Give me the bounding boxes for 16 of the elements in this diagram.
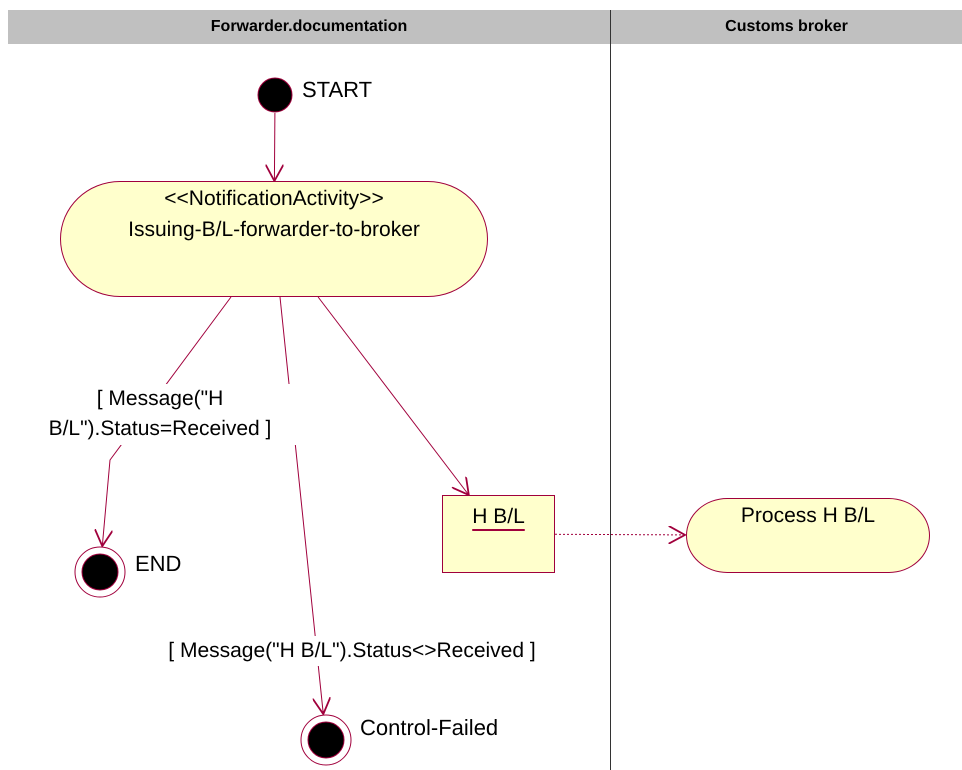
transition-arrow <box>318 296 470 496</box>
lane-header: Forwarder.documentation <box>8 10 610 44</box>
state-label: END <box>135 550 182 578</box>
final-state <box>74 546 126 598</box>
lane-header: Customs broker <box>611 10 962 44</box>
activity-name: Process H B/L <box>740 503 876 528</box>
final-state <box>300 714 352 766</box>
start-state <box>257 77 293 113</box>
activity-name: Issuing-B/L-forwarder-to-broker <box>128 217 420 242</box>
object-box <box>442 495 555 573</box>
state-label: START <box>302 76 372 104</box>
object-name: H B/L <box>472 504 525 530</box>
transition-arrow <box>264 112 284 182</box>
transition-arrow <box>554 524 686 545</box>
stereotype-label: <<NotificationActivity>> <box>164 186 384 212</box>
state-label: Control-Failed <box>360 714 498 742</box>
